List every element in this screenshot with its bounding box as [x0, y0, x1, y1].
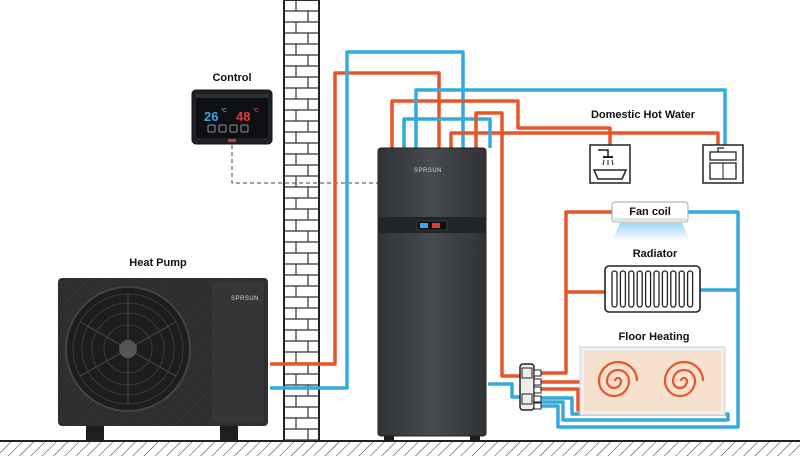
cold-pipe-heating-return: [488, 382, 520, 399]
hot-pipe-heating-supply: [474, 111, 520, 378]
cold-pipe-floor-b: [541, 400, 730, 422]
heat-pump-label: Heat Pump: [129, 257, 187, 269]
controller-left-temp: 26: [204, 109, 218, 124]
floor-heating-unit: [579, 346, 726, 416]
power-icon: [207, 124, 216, 133]
fan-coil-unit: [611, 201, 690, 240]
radiator-label: Radiator: [633, 248, 678, 260]
pipes: [270, 50, 740, 429]
control-signal-line: [231, 145, 380, 184]
hot-pipe-dhw-supply: [390, 99, 612, 148]
mode-icon: [218, 124, 227, 133]
settings-icon: [229, 124, 238, 133]
sink-tap-icon: [702, 144, 744, 184]
controller-device: 26 °C 48 °C: [191, 89, 273, 145]
cold-pipe-fancoil: [686, 210, 740, 290]
bathtub-shower-icon: [589, 144, 631, 184]
dhw-label: Domestic Hot Water: [591, 109, 696, 121]
hot-pipe-heatpump-outlet: [270, 71, 441, 366]
brick-wall: [283, 0, 320, 442]
cold-pipe-main-return: [541, 290, 740, 429]
tank-brand: SPRSUN: [414, 168, 442, 174]
floor-coil-right: [663, 360, 705, 398]
control-label: Control: [212, 72, 251, 84]
timer-icon: [240, 124, 249, 133]
ground: [0, 440, 800, 456]
controller-left-unit: °C: [221, 108, 227, 114]
manifold: [519, 363, 542, 411]
radiator-unit: [604, 265, 701, 313]
heat-pump-unit: SPRSUN: [58, 278, 268, 440]
controller-right-temp: 48: [236, 109, 250, 124]
heat-pump-brand: SPRSUN: [231, 296, 259, 302]
controller-right-unit: °C: [253, 108, 259, 114]
floor-coil-left: [597, 360, 639, 398]
floor-heating-label: Floor Heating: [619, 331, 690, 343]
cold-pipe-dhw-second: [402, 117, 492, 148]
indoor-tank-unit: SPRSUN: [377, 147, 487, 441]
hot-pipe-dhw-second: [449, 131, 720, 148]
fan-coil-label: Fan coil: [629, 206, 671, 218]
cold-pipe-heatpump-return: [270, 50, 465, 390]
